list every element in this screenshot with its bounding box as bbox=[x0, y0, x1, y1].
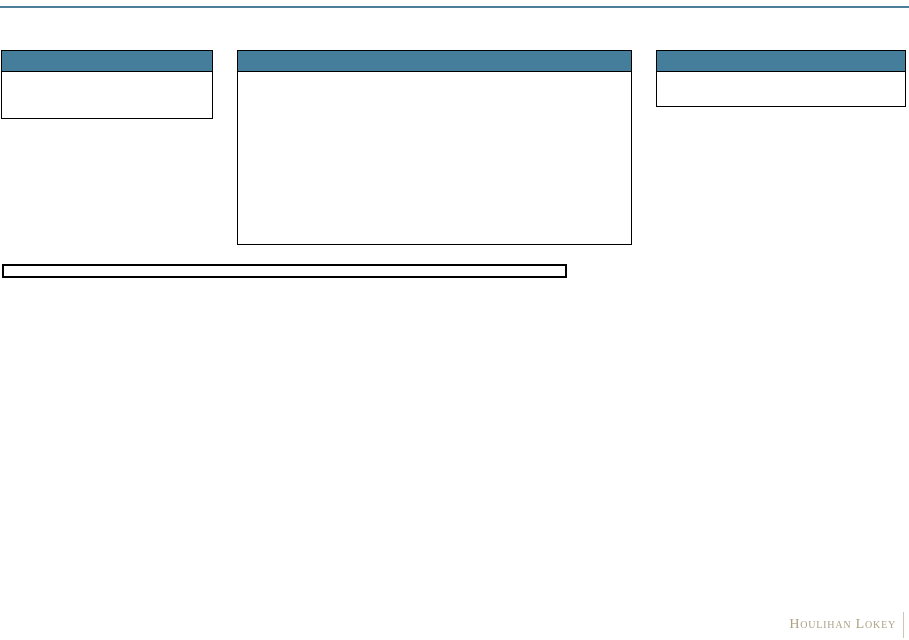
panel-right bbox=[656, 50, 906, 107]
logo-divider-line bbox=[903, 612, 904, 638]
text-placeholder-bar bbox=[2, 264, 567, 278]
panel-left-header bbox=[2, 51, 212, 72]
panel-middle bbox=[237, 50, 632, 245]
panel-middle-body bbox=[238, 72, 631, 243]
panel-middle-header bbox=[238, 51, 631, 72]
panel-right-header bbox=[657, 51, 905, 72]
houlihan-lokey-logo: Houlihan Lokey bbox=[789, 617, 896, 632]
top-rule-line bbox=[0, 6, 909, 8]
panel-left bbox=[1, 50, 213, 119]
panel-left-body bbox=[2, 72, 212, 117]
footer: Houlihan Lokey bbox=[789, 612, 904, 638]
panel-right-body bbox=[657, 72, 905, 105]
